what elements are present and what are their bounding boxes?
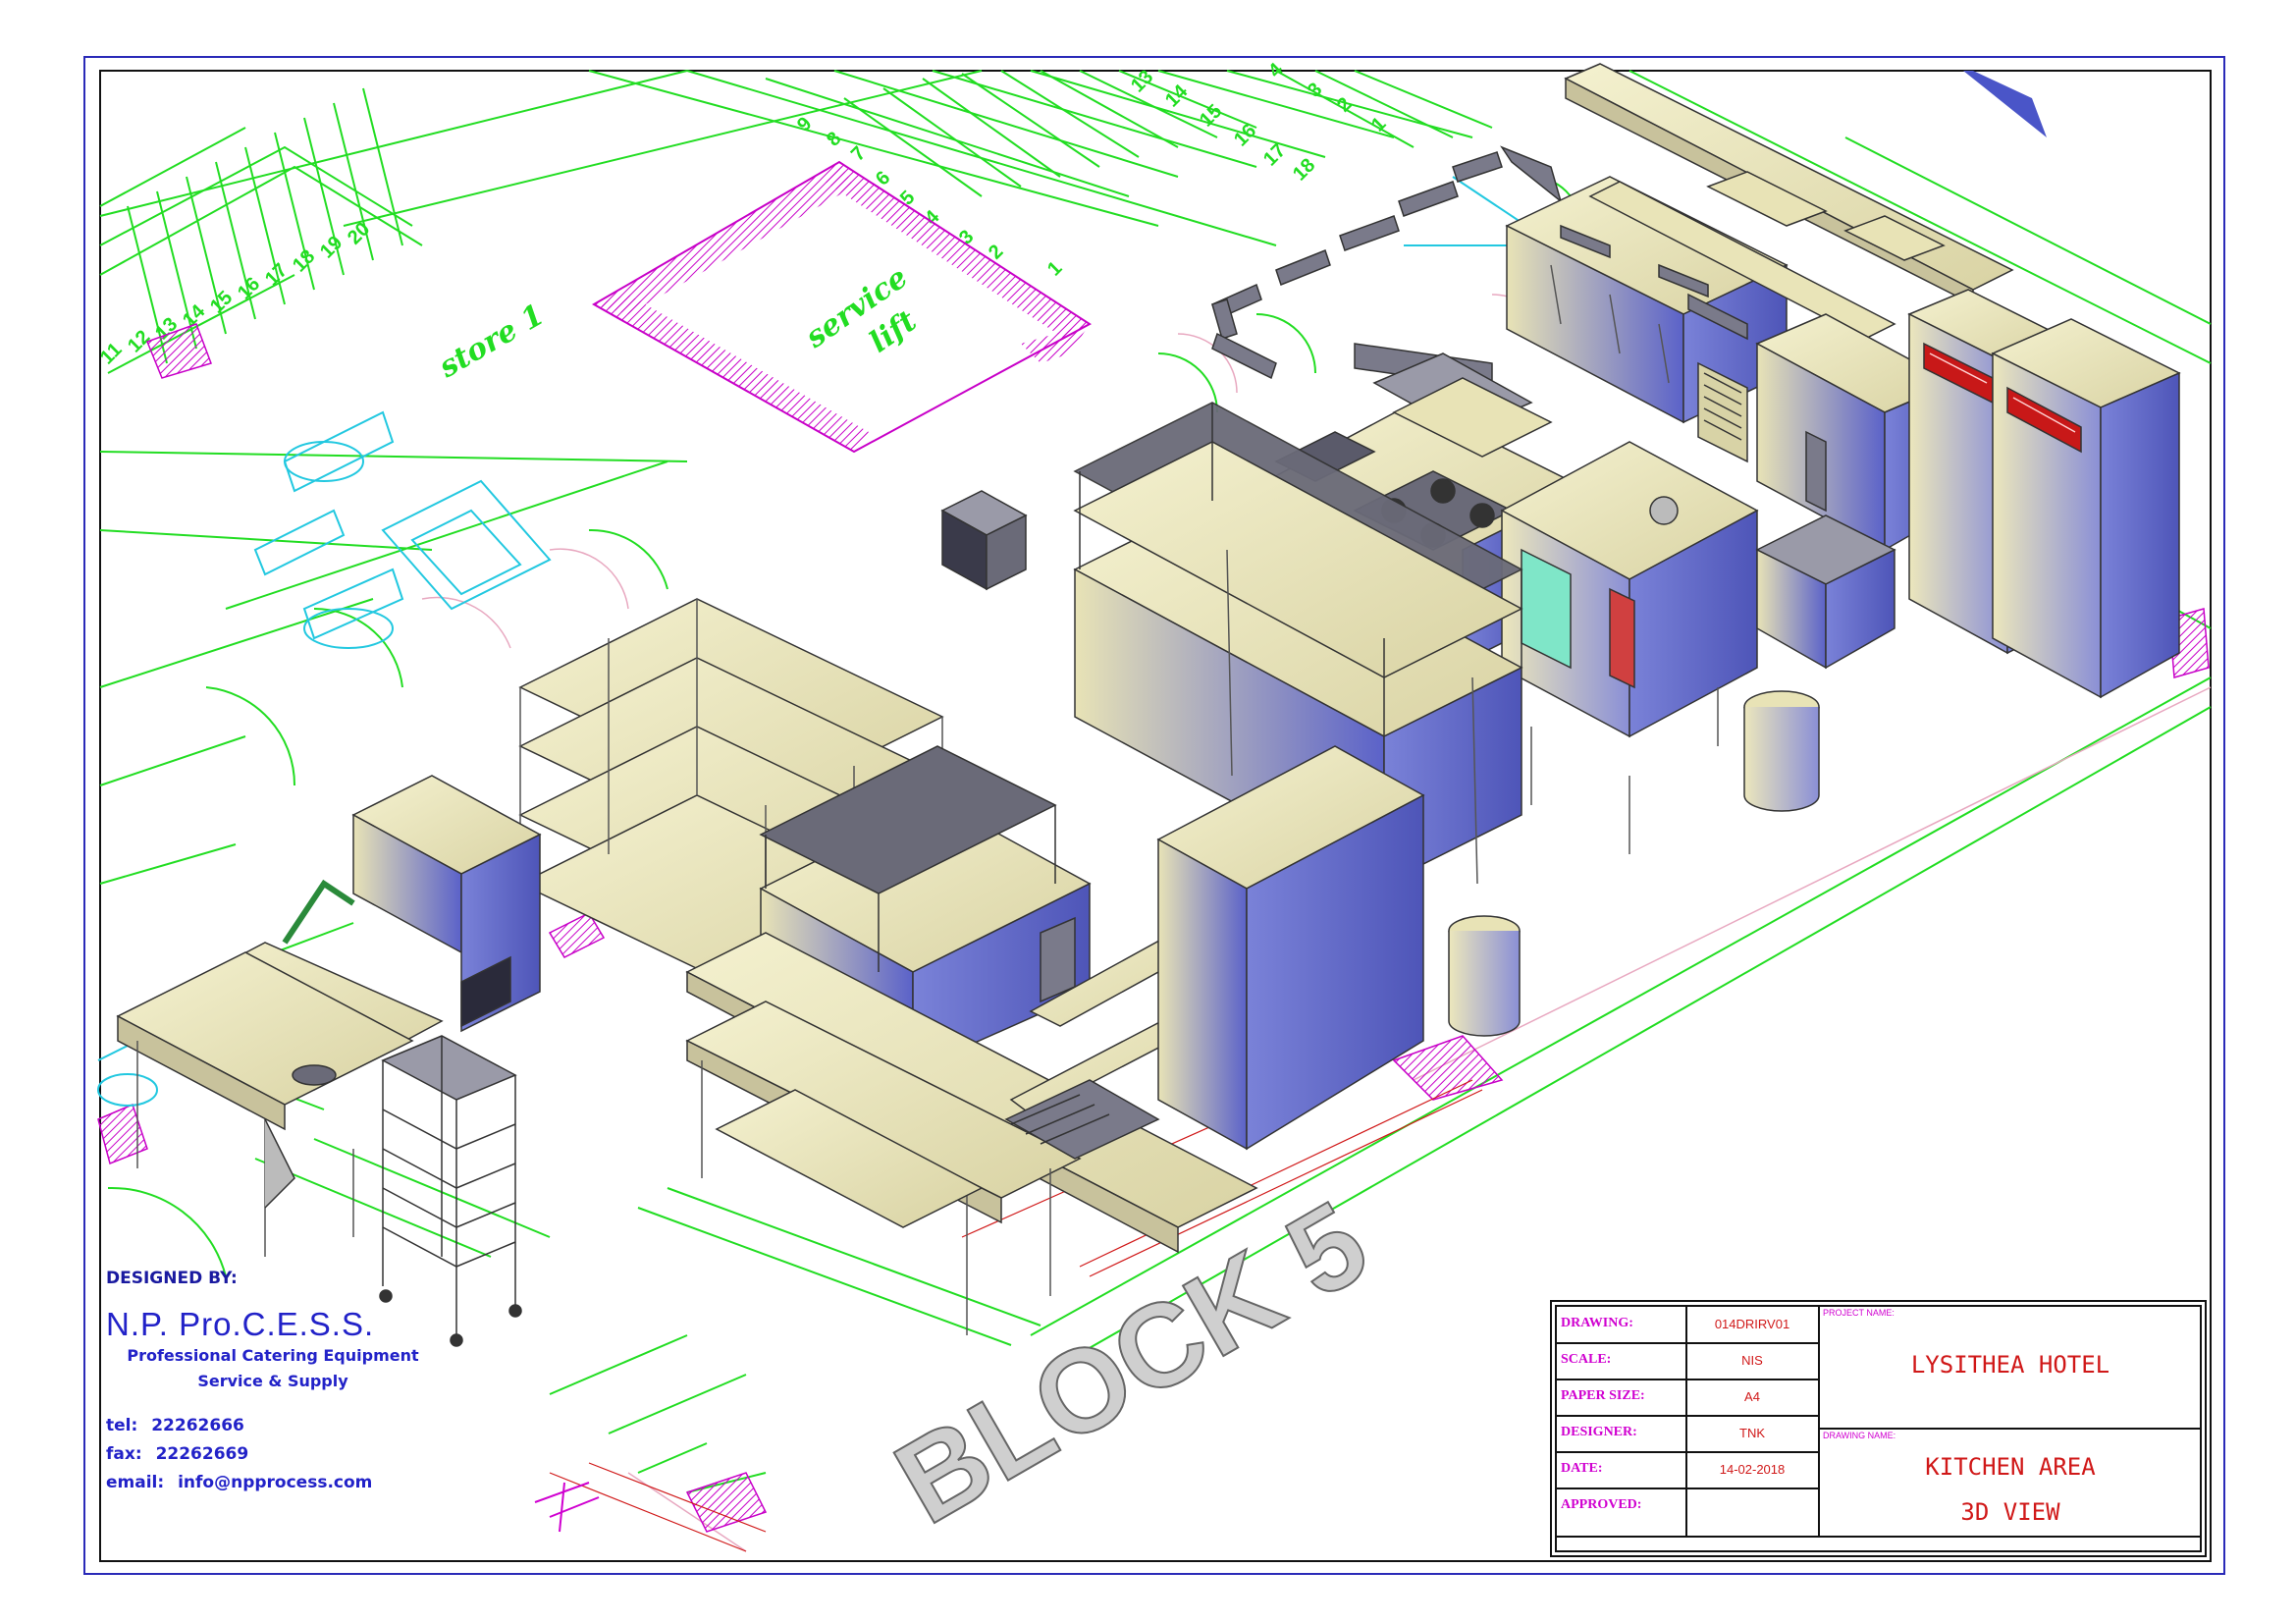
company-tagline-2: Service & Supply [197,1372,348,1390]
dimension-ticks [534,1482,600,1533]
company-name: N.P. Pro.C.E.S.S. [106,1306,375,1342]
tb-paper-value: A4 [1744,1389,1760,1404]
tel-number: 22262666 [151,1416,244,1435]
tel-label: tel: [106,1416,138,1435]
outer-frame [83,56,2225,1575]
tb-drawing-name-label: DRAWING NAME: [1823,1431,1896,1440]
tb-drawing-label: DRAWING: [1561,1316,1633,1330]
dishwasher [351,775,542,1033]
designer-block: DESIGNED BY: N.P. Pro.C.E.S.S. Professio… [106,1269,459,1497]
tb-paper-label: PAPER SIZE: [1561,1388,1645,1403]
wall-rail-segments [1211,145,1563,380]
fax-line: fax: 22262669 [106,1440,459,1469]
tb-scale-label: SCALE: [1561,1352,1612,1367]
tb-project-name: LYSITHEA HOTEL [1910,1351,2110,1379]
wall-heater [940,490,1028,591]
company-tagline-1: Professional Catering Equipment [127,1346,419,1365]
wall-hatches [97,323,2210,1533]
fax-label: fax: [106,1444,142,1464]
rack-trolley [379,1035,522,1347]
combi-oven [1500,441,1759,854]
tb-designer-label: DESIGNER: [1561,1425,1637,1439]
tb-drawing-value: 014DRIRV01 [1714,1317,1790,1331]
sink-unit [116,879,444,1257]
griddle [1755,514,1896,670]
serving-pass [685,902,1258,1335]
designed-by-label: DESIGNED BY: [106,1269,238,1288]
service-lift-shaft [591,160,1092,454]
tb-date-label: DATE: [1561,1461,1603,1476]
tall-refrigerator-2 [1991,318,2181,699]
overhead-shelf [1564,63,2014,306]
email-line: email: info@npprocess.com [106,1469,459,1497]
tb-approved-label: APPROVED: [1561,1497,1642,1512]
stock-pot-2 [1448,915,1521,1037]
tb-drawing-name-2: 3D VIEW [1960,1498,2060,1526]
tb-drawing-name-1: KITCHEN AREA [1925,1453,2096,1481]
tb-designer-value: TNK [1739,1426,1765,1440]
tb-scale-value: NIS [1741,1353,1763,1368]
email-label: email: [106,1473,165,1492]
tb-project-name-label: PROJECT NAME: [1823,1308,1895,1318]
tb-date-value: 14-02-2018 [1719,1462,1786,1477]
fax-number: 22262669 [155,1444,249,1464]
tel-line: tel: 22262666 [106,1412,459,1440]
inner-frame [99,70,2212,1562]
stock-pot-1 [1743,690,1820,812]
tall-cupboard [1156,745,1425,1151]
email-address: info@npprocess.com [178,1473,373,1492]
hood-edge [1963,71,2047,137]
